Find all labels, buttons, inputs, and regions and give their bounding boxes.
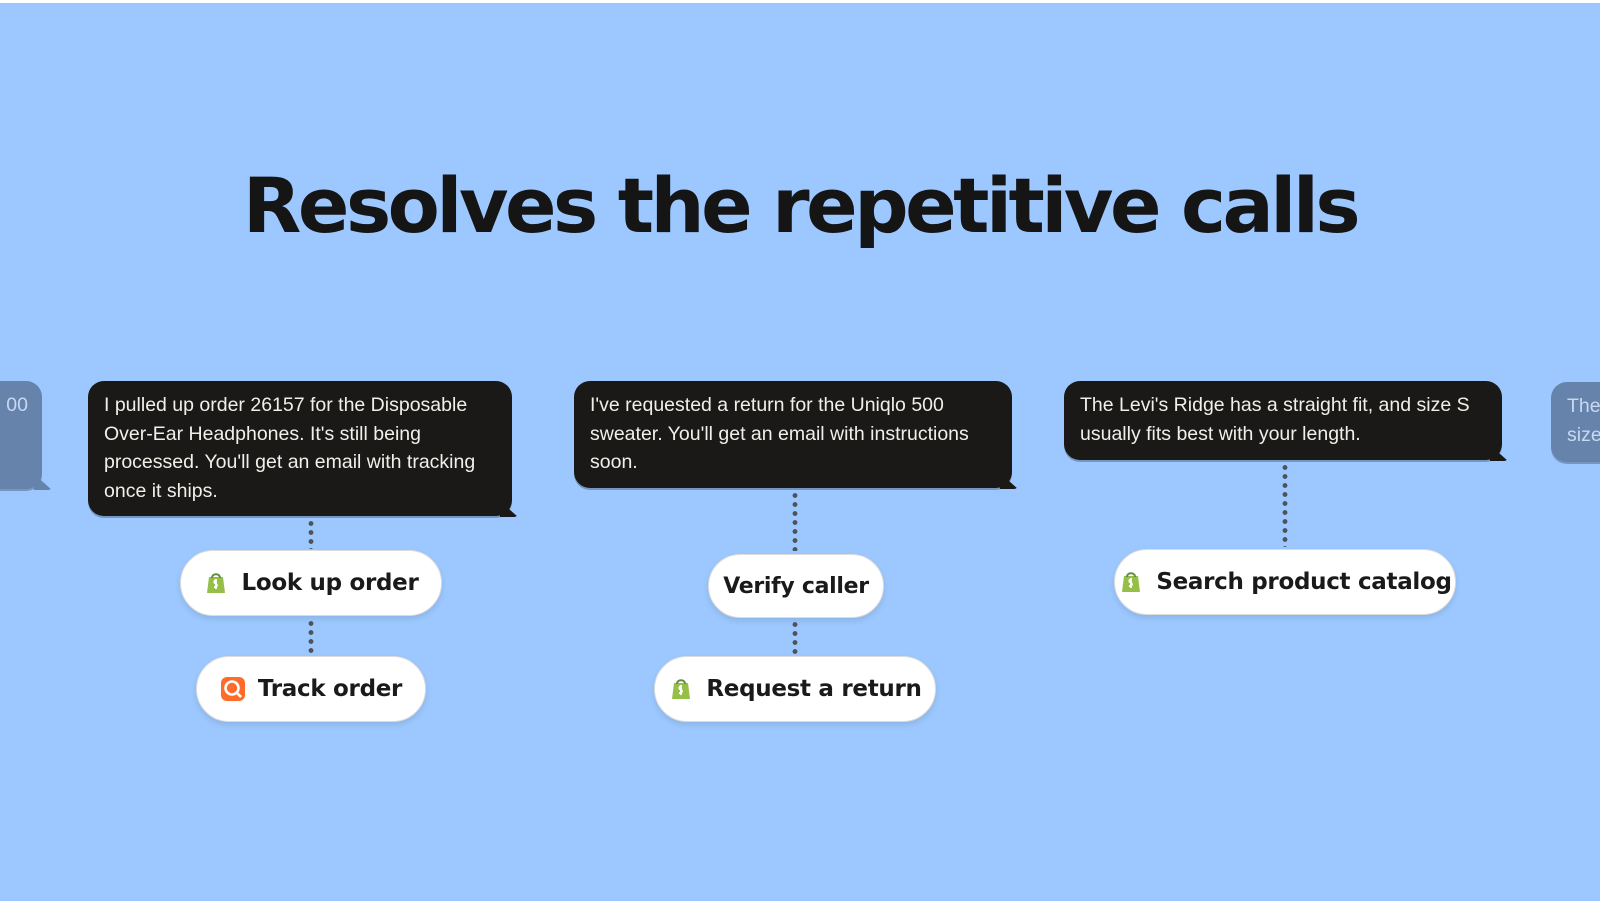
chat-bubble-text: I've requested a return for the Uniqlo 5… [590, 394, 969, 473]
look-up-order-label: Look up order [241, 570, 419, 596]
track-order-button[interactable]: Track order [196, 656, 426, 722]
chat-bubble-partial-right: The size [1551, 382, 1600, 462]
search-product-catalog-label: Search product catalog [1156, 569, 1452, 595]
aftership-icon [220, 677, 245, 701]
shopify-bag-icon [207, 573, 226, 593]
chat-bubble-fit: The Levi's Ridge has a straight fit, and… [1064, 381, 1502, 460]
track-order-label: Track order [257, 676, 403, 702]
connector-dots [792, 620, 798, 656]
shopify-bag-icon [1122, 572, 1141, 592]
look-up-order-button[interactable]: Look up order [180, 550, 442, 616]
chat-bubble-text: size [1567, 423, 1600, 446]
verify-caller-button[interactable]: Verify caller [708, 554, 884, 618]
chat-bubble-return: I've requested a return for the Uniqlo 5… [574, 381, 1012, 488]
hero-section: Resolves the repetitive calls 00 I pulle… [0, 3, 1600, 901]
connector-dots [308, 519, 314, 549]
shopify-bag-icon [672, 679, 691, 699]
chat-bubble-partial-left: 00 [0, 381, 42, 489]
headline: Resolves the repetitive calls [242, 161, 1361, 250]
chat-bubble-text: The Levi's Ridge has a straight fit, and… [1080, 394, 1470, 445]
connector-dots [308, 619, 314, 655]
search-product-catalog-button[interactable]: Search product catalog [1114, 549, 1456, 615]
chat-bubble-text: 00 [6, 394, 28, 416]
chat-bubble-text: I pulled up order 26157 for the Disposab… [104, 394, 476, 502]
verify-caller-label: Verify caller [723, 573, 869, 599]
connector-dots [1282, 463, 1288, 547]
chat-bubble-order-status: I pulled up order 26157 for the Disposab… [88, 381, 512, 516]
connector-dots [792, 491, 798, 551]
request-return-button[interactable]: Request a return [654, 656, 936, 722]
request-return-label: Request a return [706, 676, 922, 702]
chat-bubble-text: The [1567, 395, 1600, 417]
